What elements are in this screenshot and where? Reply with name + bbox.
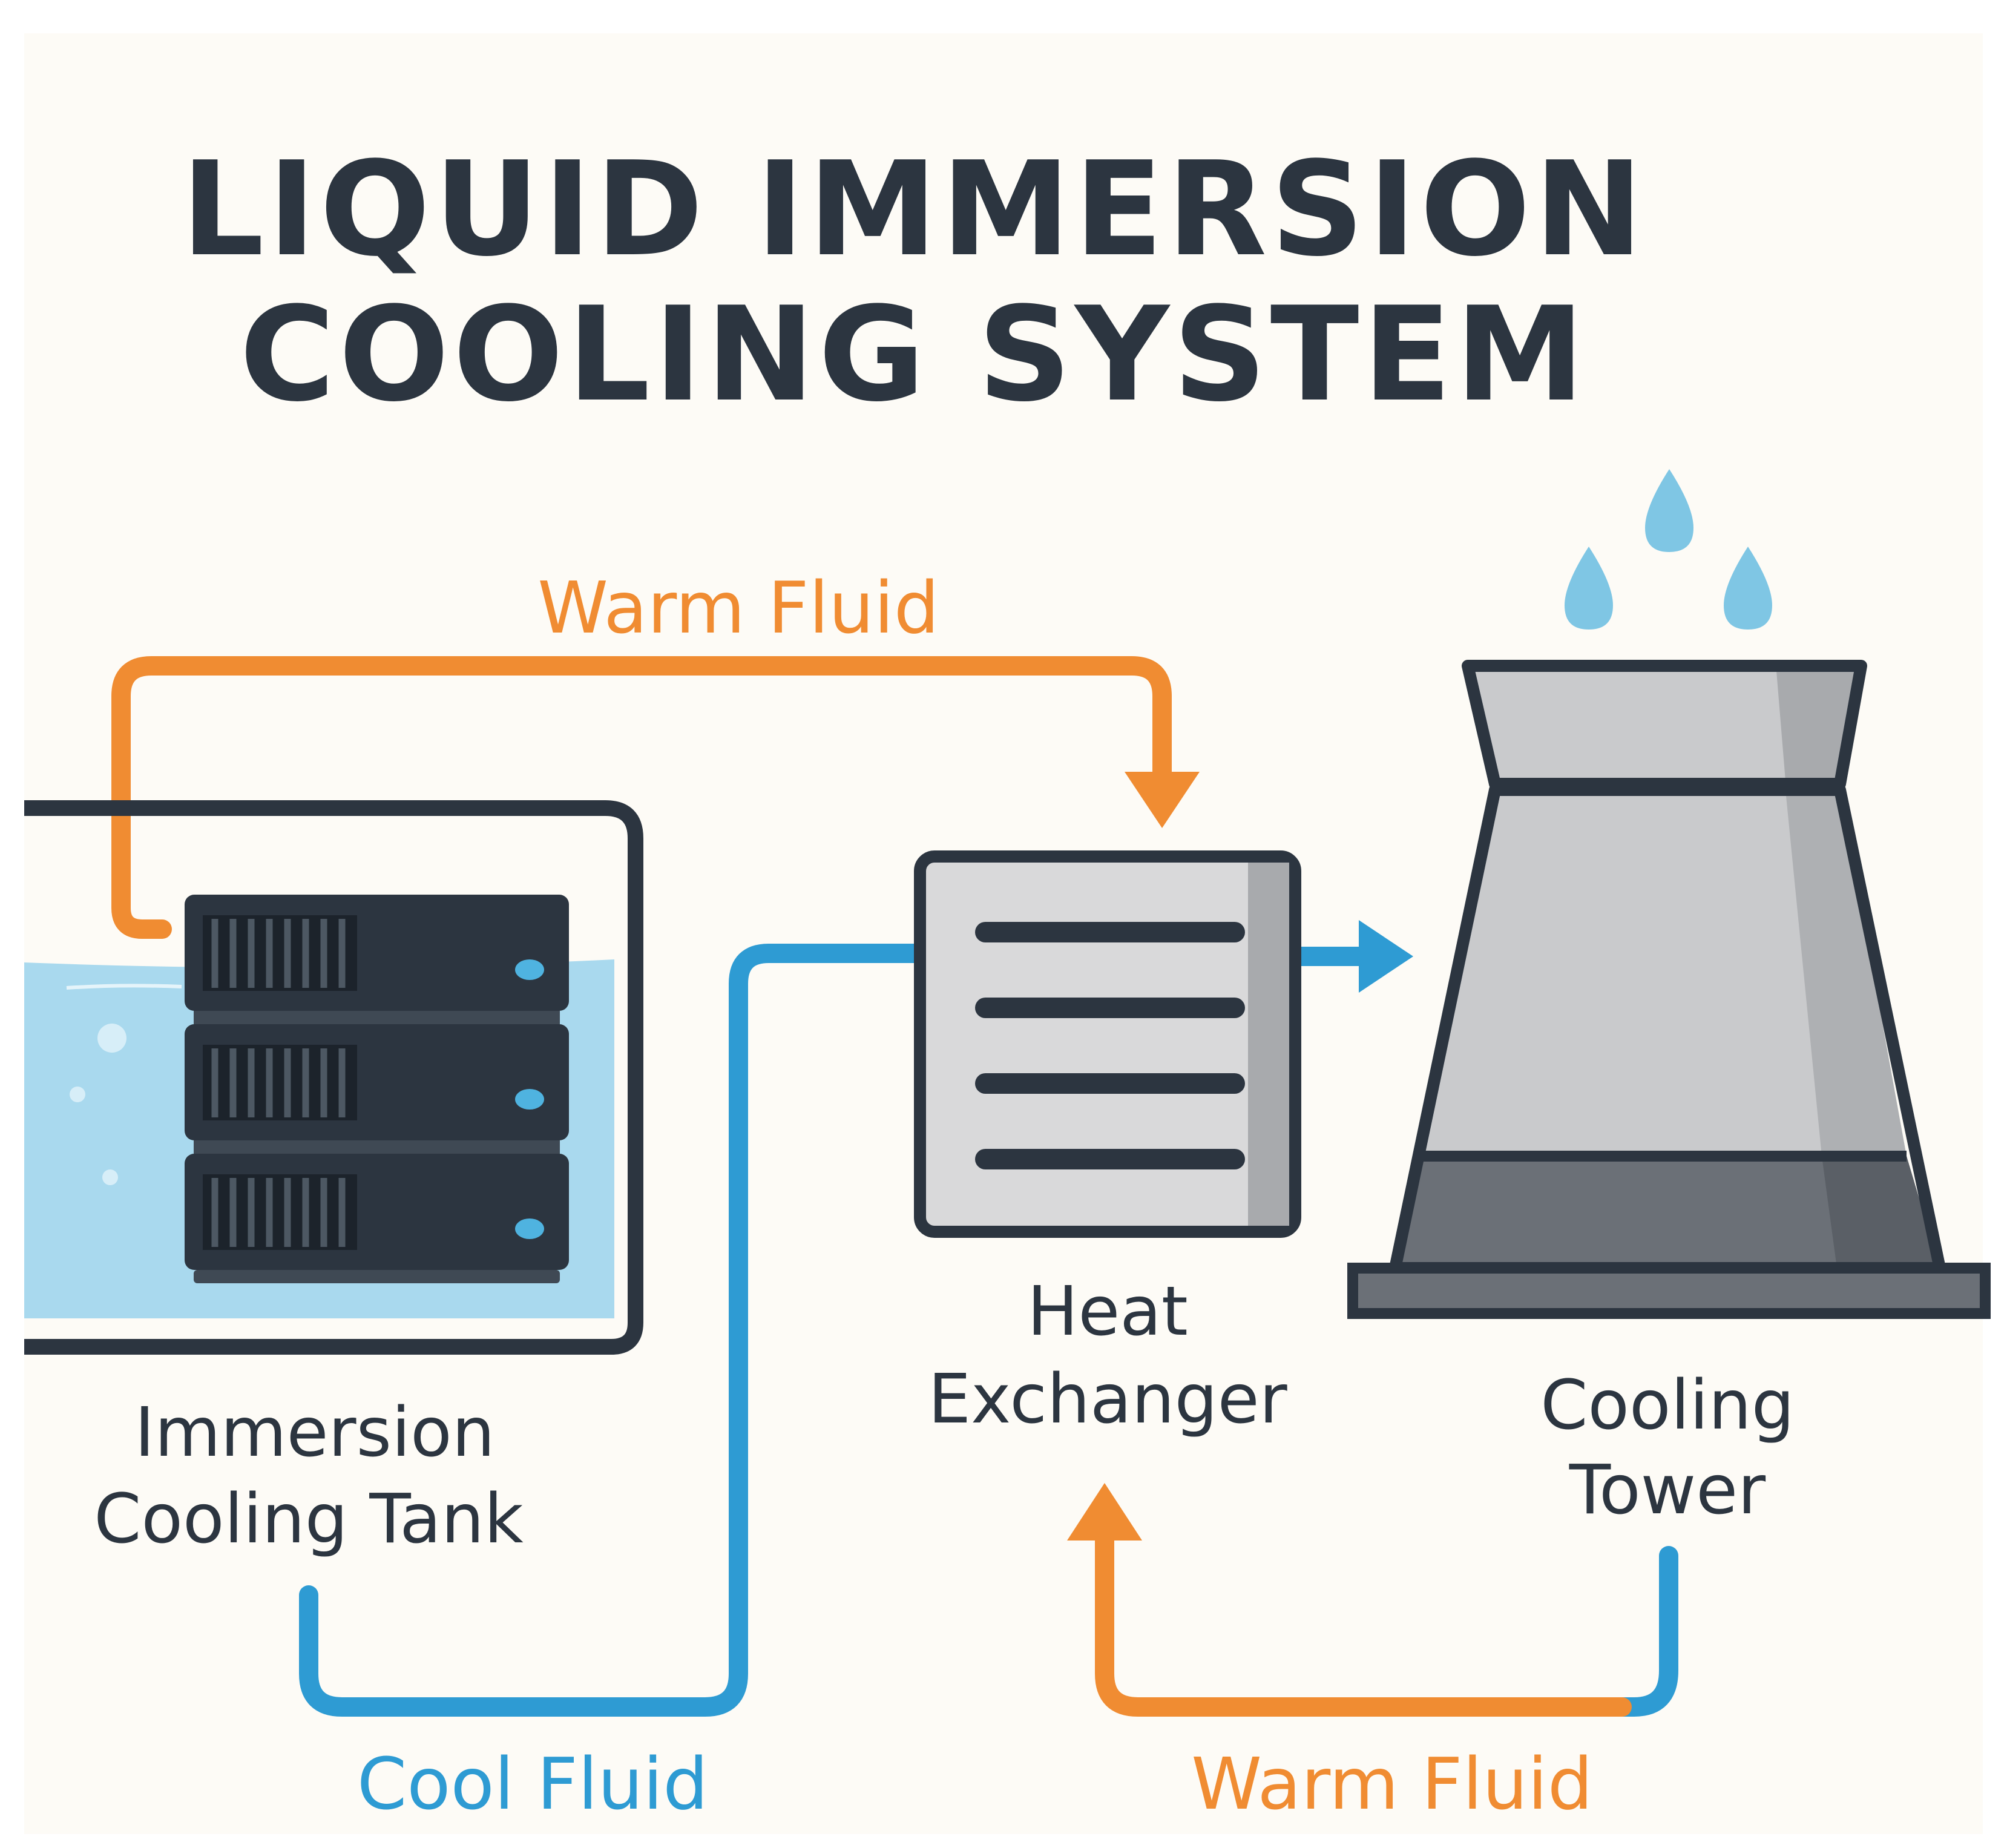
warm-fluid-arrowhead-top [1125,772,1200,828]
tower-top-shade [1776,671,1855,781]
warm-fluid-pipe-bottom [1095,1531,1632,1717]
tower-base-plate [1347,1263,1991,1319]
cool-fluid-pipe [299,944,930,1717]
tank-label-line2: Cooling Tank [94,1480,524,1559]
exchanger-to-tower-arrowhead [1359,920,1413,993]
cool-fluid-label: Cool Fluid [357,1742,708,1826]
server-unit [185,1154,569,1270]
bubble-icon [97,1024,126,1053]
exchanger-label-line2: Exchanger [928,1360,1287,1439]
warm-fluid-pipe-top [111,656,1172,939]
tower-base-section [1395,1156,1940,1268]
tower-body-shade [1785,790,1907,1156]
tower-label-line1: Cooling [1540,1366,1795,1445]
tower-return-pipe [1612,1546,1678,1717]
tank-water-surface [66,984,182,990]
exchanger-label-line1: Heat [1027,1272,1188,1351]
bubble-icon [70,1087,85,1102]
warm-fluid-label-top: Warm Fluid [537,566,939,649]
heat-exchanger-icon [914,850,1301,1238]
warm-fluid-label-bottom: Warm Fluid [1191,1742,1592,1826]
water-droplet-icon [1565,469,1772,630]
immersion-cooling-tank [24,800,643,1355]
tank-wall [24,800,643,1355]
diagram-title-line2: COOLING SYSTEM [240,278,1588,430]
server-status-light [515,1089,544,1110]
tower-top-section [1468,666,1861,784]
server-unit [185,895,569,1011]
diagram-title-line1: LIQUID IMMERSION [181,133,1647,285]
warm-fluid-arrowhead-bottom [1067,1483,1142,1541]
tank-label-line1: Immersion [134,1393,494,1472]
server-rack-icon [185,895,569,1283]
tower-base-shade [1822,1156,1940,1268]
server-status-light [515,1218,544,1239]
server-status-light [515,959,544,980]
bubble-icon [102,1169,118,1185]
server-unit [185,1024,569,1140]
tower-label-line2: Tower [1569,1451,1766,1530]
tower-body [1419,790,1907,1156]
cooling-tower-icon [1347,660,1991,1319]
